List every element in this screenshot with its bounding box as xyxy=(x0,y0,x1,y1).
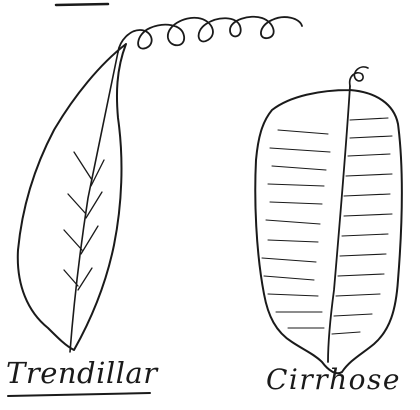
left-label-underline xyxy=(8,393,150,396)
right-leaf-midrib xyxy=(328,86,350,362)
right-tip-tendril xyxy=(350,67,368,86)
label-trendillar: Trendillar xyxy=(6,359,158,388)
right-leaf-outline xyxy=(255,90,402,373)
right-leaf-veins-left xyxy=(262,130,330,328)
label-cirrhose: Cirrhose xyxy=(266,366,401,394)
tendril-coil xyxy=(118,17,302,52)
right-leaf-veins-right xyxy=(332,118,392,334)
top-underline-stroke xyxy=(56,4,108,5)
